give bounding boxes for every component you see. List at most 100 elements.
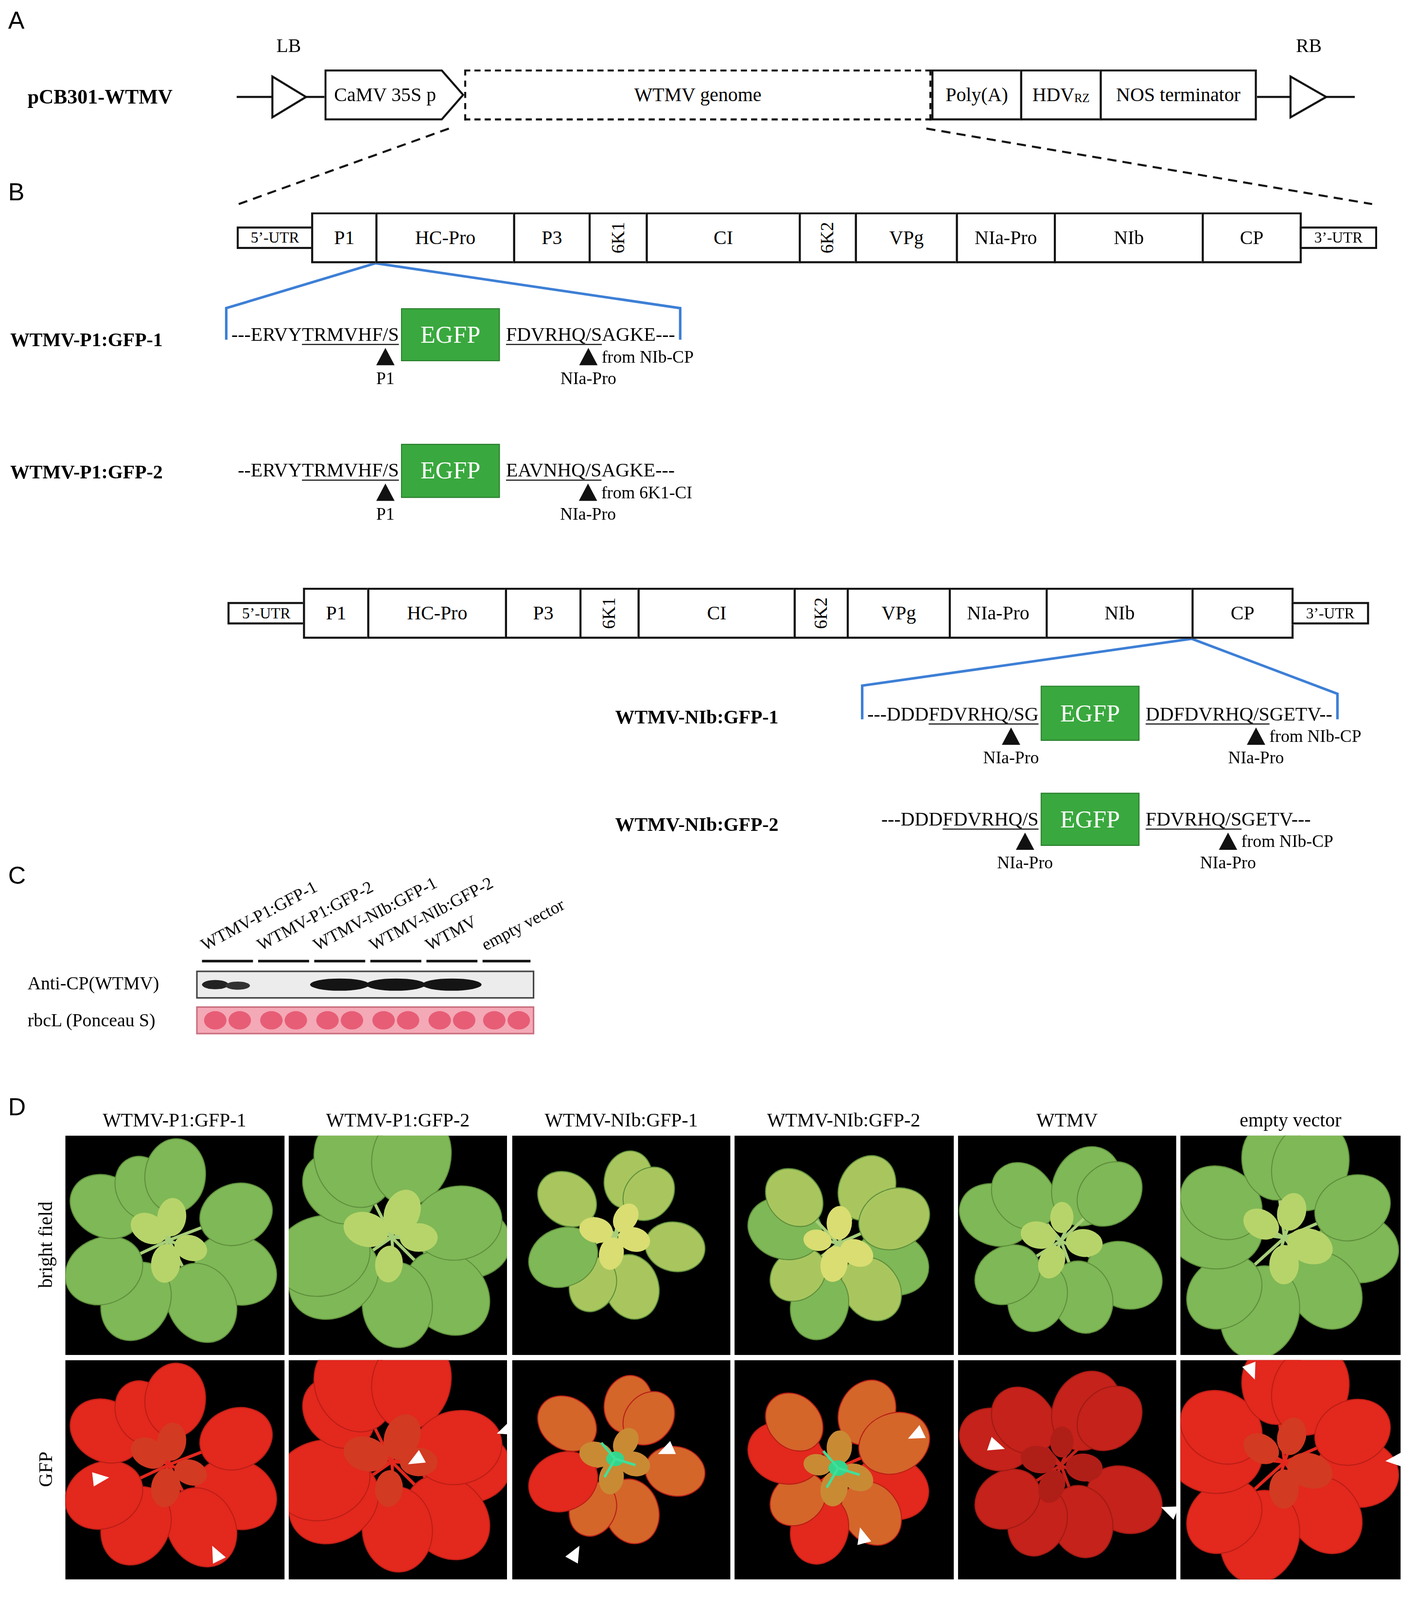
- box-label: 5’-UTR: [242, 604, 291, 622]
- sequence-text: AGKE---: [601, 323, 676, 346]
- sequence-text: --ERVY: [237, 459, 302, 482]
- cleavage-site: EAVNHQ/S: [506, 459, 602, 482]
- box-label: Poly(A): [945, 84, 1009, 106]
- column-title: WTMV-P1:GFP-2: [326, 1108, 470, 1132]
- blot-band: [422, 978, 482, 991]
- backbone-line: [236, 95, 273, 98]
- cleavage-arrowhead: [1246, 727, 1266, 745]
- border-triangle: [1290, 76, 1327, 118]
- box-label: P1: [325, 602, 347, 624]
- pointer-arrowhead: [1160, 1506, 1179, 1520]
- blot-label: rbcL (Ponceau S): [27, 1009, 156, 1031]
- backbone-line: [1257, 95, 1291, 98]
- panel-letter: D: [8, 1092, 26, 1121]
- polya-box: Poly(A): [931, 69, 1023, 121]
- pointer-arrowhead: [407, 1450, 426, 1465]
- box-label: NIa-Pro: [974, 227, 1037, 249]
- protease-name: NIa-Pro: [1200, 853, 1257, 874]
- sequence-text: ---ERVY: [231, 323, 302, 346]
- cleavage-markers: [376, 347, 1266, 850]
- construct-name: WTMV-P1:GFP-1: [10, 328, 163, 351]
- fluorescence-photo: [734, 1360, 954, 1580]
- cleavage-arrowhead: [579, 347, 598, 366]
- box-label: NIb: [1104, 602, 1135, 624]
- panel-letter: B: [8, 177, 25, 207]
- box-label: 3’-UTR: [1306, 604, 1355, 622]
- box-label: CI: [706, 602, 727, 624]
- genome-region: WTMV genome: [464, 69, 932, 121]
- gene-box: NIa-Pro: [948, 587, 1049, 639]
- young-leaf: [607, 1198, 644, 1237]
- blot-band: [366, 978, 426, 991]
- lane-bar: [482, 959, 531, 962]
- pointer-arrowhead: [658, 1440, 677, 1454]
- young-leaf: [1237, 1202, 1285, 1246]
- cleavage-site: TRMVHF/S: [301, 323, 399, 346]
- gene-box: P1: [311, 212, 378, 264]
- gene-box: P1: [302, 587, 369, 639]
- ribozyme-box: HDVRZ: [1020, 69, 1102, 121]
- pointer-arrowhead: [857, 1527, 872, 1545]
- young-leaf: [1269, 1244, 1300, 1285]
- box-label: NIa-Pro: [966, 602, 1030, 624]
- brightfield-photo: [288, 1135, 507, 1355]
- zoom-line: [926, 128, 1373, 204]
- gene-box: CI: [645, 212, 801, 264]
- box-label: NIb: [1113, 227, 1144, 249]
- row-title: GFP: [34, 1451, 58, 1487]
- column-title: WTMV-NIb:GFP-2: [767, 1108, 921, 1132]
- sequence-row: FDVRHQ/SGETV---: [1145, 807, 1312, 831]
- sequence-row: ---DDDFDVRHQ/S: [881, 807, 1039, 831]
- sequence-text: ---DDD: [881, 807, 943, 831]
- ponceau-band: [260, 1011, 283, 1030]
- gene-box: HC-Pro: [375, 212, 516, 264]
- gfp-signal: [823, 1450, 839, 1469]
- gfp-signal: [826, 1468, 839, 1488]
- box-label: 6K1: [599, 597, 620, 630]
- gene-box: CP: [1201, 212, 1302, 264]
- box-label: WTMV genome: [634, 84, 762, 106]
- promoter-outline: [325, 70, 463, 120]
- ponceau-band: [372, 1011, 395, 1030]
- young-leaf: [373, 1468, 405, 1508]
- ponceau-band: [453, 1011, 476, 1030]
- ponceau-band: [228, 1011, 251, 1030]
- box-label: 6K2: [817, 221, 839, 254]
- box-label: EGFP: [1060, 699, 1120, 727]
- leaf: [753, 1156, 835, 1239]
- gfp-signal: [838, 1468, 860, 1475]
- lane-bar: [370, 959, 422, 962]
- box-label: VPg: [889, 227, 924, 249]
- cleavage-site: FDVRHQ/S: [942, 807, 1039, 831]
- sequence-text: AGKE---: [601, 459, 675, 482]
- pointer-arrowhead: [908, 1424, 927, 1439]
- box-label: 6K1: [608, 221, 629, 254]
- sequence-row: FDVRHQ/SAGKE---: [506, 323, 676, 346]
- brightfield-photo: [65, 1135, 285, 1355]
- utr-box: 3’-UTR: [1291, 601, 1370, 625]
- sequence-text: ---DDD: [867, 702, 929, 726]
- gene-box: NIb: [1045, 587, 1194, 639]
- box-label: EGFP: [1060, 805, 1120, 833]
- blot-band: [225, 981, 250, 990]
- fluorescence-photo: [288, 1360, 507, 1580]
- ponceau-strip: [196, 1006, 534, 1034]
- gene-box: CI: [637, 587, 796, 639]
- protease-name: NIa-Pro: [982, 748, 1039, 769]
- fluorescence-photo: [65, 1360, 285, 1580]
- leaf: [405, 1177, 507, 1269]
- cleavage-site: FDVRHQ/S: [506, 323, 602, 346]
- young-leaf: [373, 1243, 405, 1284]
- column-title: WTMV-NIb:GFP-1: [544, 1108, 698, 1132]
- site-origin: from NIb-CP: [1269, 726, 1362, 747]
- young-leaf: [148, 1466, 183, 1509]
- fluorescence-photo: [958, 1360, 1177, 1580]
- box-label: CP: [1230, 602, 1255, 624]
- pointer-arrowhead: [92, 1471, 110, 1486]
- young-leaf: [155, 1196, 189, 1239]
- gene-box: CP: [1191, 587, 1294, 639]
- reporter-box: EGFP: [401, 443, 501, 498]
- box-label: CaMV 35S p: [333, 84, 437, 106]
- box-label: P1: [333, 227, 355, 249]
- column-title: empty vector: [1239, 1108, 1342, 1132]
